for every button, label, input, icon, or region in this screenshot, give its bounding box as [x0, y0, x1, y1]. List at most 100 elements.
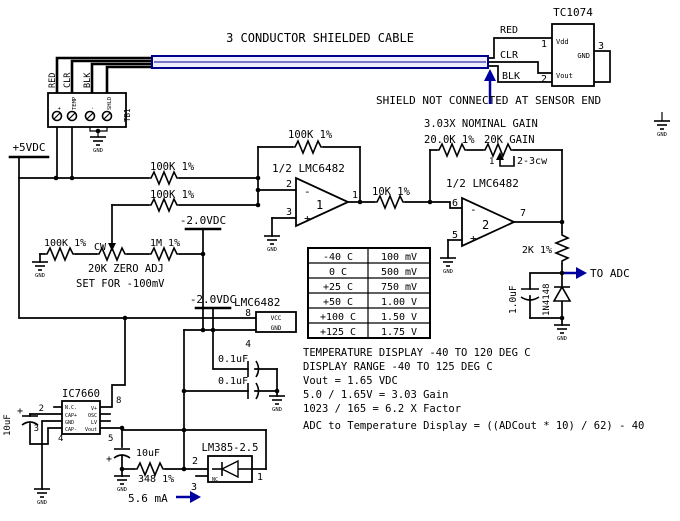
ic7660-pin8: 8 [116, 396, 121, 406]
table-cell: 750 mV [381, 282, 417, 293]
gnd-label-amp1: GND [267, 247, 277, 253]
vref-pin2: 2 [192, 456, 198, 467]
gain-pot-pin1: 1 [489, 157, 494, 167]
table-cell: +100 C [320, 312, 356, 323]
oppower-vcc-label: VCC [271, 315, 282, 322]
table-cell: 1.00 V [381, 297, 417, 308]
opamp1-title: 1/2 LMC6482 [272, 162, 345, 175]
r-iset-label: 348 1% [138, 474, 174, 485]
ic7660-pin2: 2 [39, 404, 44, 414]
opamp-power-block: VCC GND LMC6482 8 4 [234, 296, 297, 350]
sensor-gnd-label: GND [577, 52, 590, 60]
r-in2-label: 100K 1% [150, 189, 195, 201]
opamp1: - + 1 2 3 1 1/2 LMC6482 [272, 162, 358, 228]
table-cell: +25 C [323, 282, 353, 293]
opamp2: - + 2 6 5 7 1/2 LMC6482 [446, 177, 526, 248]
note-line: 5.0 / 1.65V = 3.03 Gain [303, 389, 448, 401]
vref-part-label: LM385-2.5 [202, 442, 259, 454]
note-line: TEMPERATURE DISPLAY -40 TO 120 DEG C [303, 347, 531, 359]
sensor-vout-label: Vout [556, 72, 573, 80]
cable-labels: 3 CONDUCTOR SHIELDED CABLE SHIELD NOT CO… [226, 31, 601, 107]
r-interstage-label: 10K 1% [372, 186, 411, 198]
cap-10a-plus: + [17, 406, 23, 417]
tb1-terminal-shld: SHLD [107, 97, 113, 110]
ic7660-gnd-label: GND [65, 420, 74, 426]
tb1-terminals [51, 110, 113, 122]
ic7660-vout-label: Vout [85, 427, 97, 433]
opamp2-pin6: 6 [452, 198, 458, 209]
cap-10b-label: 10uF [136, 448, 160, 459]
oppower-pin8: 8 [245, 308, 251, 319]
gnd-label-caps: GND [272, 407, 282, 413]
shield-arrow-icon [484, 69, 496, 81]
terminal-block: + TEMP - SHLD TB1 RED CLR BLK [47, 72, 132, 128]
cap-1u-label: 1.0uF [508, 285, 519, 314]
cap-10a-label: 10uF [3, 414, 13, 436]
opamp1-pin1: 1 [352, 190, 358, 201]
ground-symbols: GND GND GND GND GND GND GND GND GND [31, 120, 671, 506]
sensor-pin2: 2 [541, 74, 547, 85]
zero-adj-line1: 20K ZERO ADJ [88, 263, 164, 275]
note-line: DISPLAY RANGE -40 TO 125 DEG C [303, 361, 493, 373]
opamp2-title: 1/2 LMC6482 [446, 177, 519, 190]
sensor-pin3: 3 [598, 41, 604, 52]
cap-01a-label: 0.1uF [218, 354, 248, 365]
tb1-wire-red-label: RED [48, 73, 58, 88]
table-cell: 1.75 V [381, 327, 417, 338]
table-cell: +50 C [323, 297, 353, 308]
cap-10b-plus: + [106, 454, 112, 465]
gnd-label-topright: GND [657, 132, 667, 138]
notes-block: TEMPERATURE DISPLAY -40 TO 120 DEG C DIS… [303, 347, 644, 432]
gain-note-label: 3.03X NOMINAL GAIN [424, 118, 538, 130]
vref-pin1: 1 [257, 472, 263, 483]
oppower-part-label: LMC6482 [234, 296, 280, 309]
gain-pot-label: 20K GAIN [484, 134, 535, 146]
ic7660-lv-label: LV [91, 420, 97, 426]
opamp2-plus: + [470, 232, 477, 245]
charge-pump-block: IC7660 N.C. CAP+ GND CAP- V+ OSC LV Vout… [34, 388, 122, 444]
zero-cw-label: CW [94, 242, 107, 253]
ic7660-vp-label: V+ [91, 406, 97, 412]
gnd-label-zero: GND [35, 273, 45, 279]
sensor-part-label: TC1074 [553, 6, 593, 19]
diode-part-label: 1N4148 [542, 283, 552, 316]
tb1-wire-blk-label: BLK [83, 72, 93, 88]
shield-note: SHIELD NOT CONNECTED AT SENSOR END [376, 94, 601, 107]
current-arrow-icon [190, 491, 201, 503]
pot-wipers [108, 152, 515, 251]
vref-nc-label: NC [212, 477, 218, 483]
ic7660-nc-label: N.C. [65, 405, 77, 411]
wires [8, 37, 663, 490]
table-cell: +125 C [320, 327, 356, 338]
sensor-block: TC1074 Vdd GND Vout 1 2 3 RED CLR BLK [500, 6, 604, 87]
shielded-cable [151, 55, 489, 69]
opamp2-minus: - [470, 203, 477, 216]
tb1-terminal-minus: - [90, 107, 96, 110]
r-fb2-label: 20.0K 1% [424, 134, 475, 146]
table-cell: 500 mV [381, 267, 417, 278]
oppower-gnd-label: GND [271, 325, 282, 332]
opamp1-designator: 1 [316, 198, 323, 212]
gnd-label-c10b: GND [117, 487, 127, 493]
cable-title: 3 CONDUCTOR SHIELDED CABLE [226, 31, 414, 45]
oppower-pin4: 4 [245, 339, 251, 350]
ic7660-capm-label: CAP- [65, 427, 77, 433]
r-out-label: 2K 1% [522, 245, 552, 256]
table-cell: 100 mV [381, 252, 417, 263]
gnd-label-tb1: GND [93, 148, 103, 154]
table-cell: -40 C [323, 252, 353, 263]
ic7660-capp-label: CAP+ [65, 413, 77, 419]
ic7660-osc-label: OSC [88, 413, 97, 419]
adc-output: TO ADC [564, 267, 630, 280]
gain-pot-wiper-arrow [496, 152, 504, 160]
plus5-label: +5VDC [12, 141, 45, 154]
opamp2-pin7: 7 [520, 208, 526, 219]
opamp1-pin2: 2 [286, 179, 292, 190]
note-line: 1023 / 165 = 6.2 X Factor [303, 403, 461, 415]
to-adc-label: TO ADC [590, 267, 630, 280]
zero-pot-wiper-arrow [108, 243, 116, 251]
opamp1-plus: + [304, 212, 311, 225]
ic7660-part-label: IC7660 [62, 388, 100, 400]
minus2-label-2: -2.0VDC [190, 293, 236, 306]
